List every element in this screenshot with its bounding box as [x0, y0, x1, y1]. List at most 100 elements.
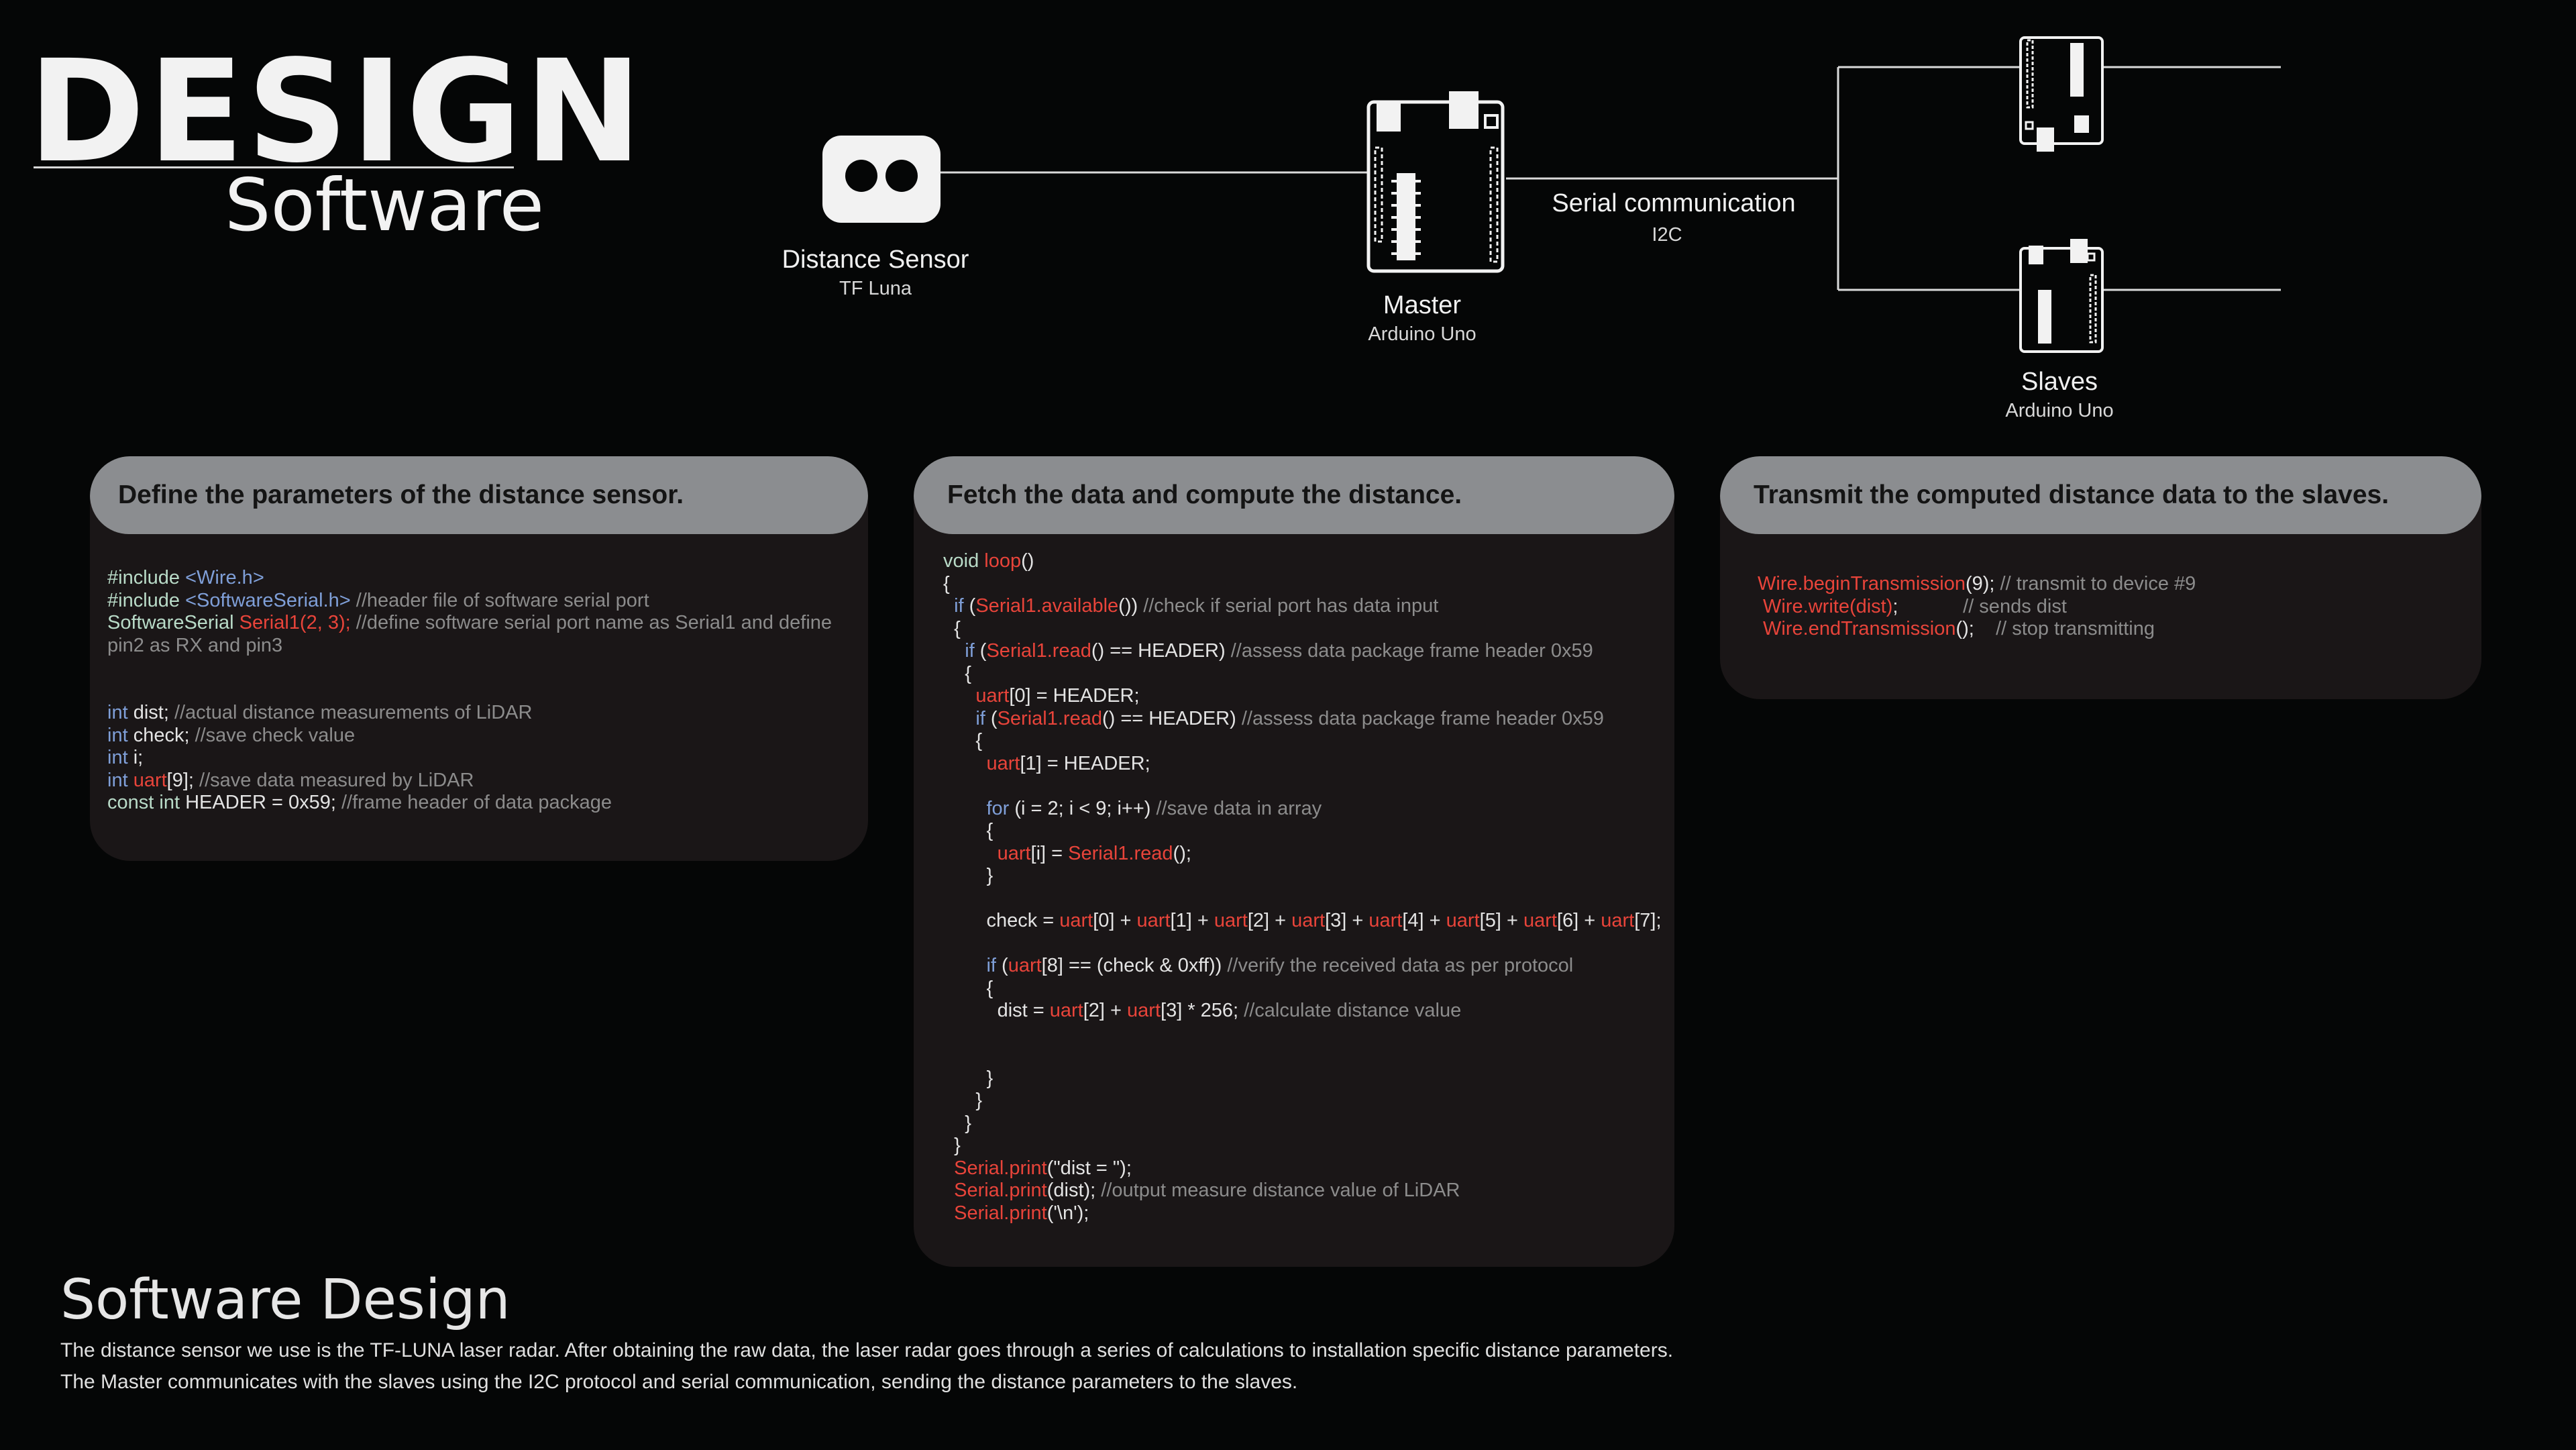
code-token: [5] +	[1479, 910, 1523, 931]
code-token: {	[943, 820, 994, 841]
code-token: Wire.write(dist)	[1758, 595, 1893, 617]
code-token: uart	[1059, 910, 1093, 931]
code-line: uart[i] = Serial1.read();	[943, 843, 1662, 866]
code-token: (	[979, 640, 987, 662]
code-line: const int HEADER = 0x59; //frame header …	[107, 792, 832, 815]
sensor-label: Distance Sensor	[782, 246, 969, 274]
code-token: [3] +	[1325, 910, 1369, 931]
code-token: check =	[943, 910, 1060, 931]
code-line: pin2 as RX and pin3	[107, 635, 832, 658]
code-token: () == HEADER)	[1102, 707, 1242, 729]
code-line: Wire.endTransmission(); // stop transmit…	[1758, 618, 2196, 641]
code-token: [1] = HEADER;	[1020, 752, 1150, 774]
code-token: // sends dist	[1963, 595, 2067, 617]
code-token: [9];	[166, 769, 200, 791]
code-token: uart	[1446, 910, 1480, 931]
code-line	[107, 657, 832, 680]
card-define-parameters: Define the parameters of the distance se…	[90, 456, 868, 861]
code-token: }	[943, 1112, 971, 1134]
page-subtitle: Software	[225, 164, 545, 248]
code-token: //save check value	[195, 724, 356, 746]
code-line: }	[943, 1090, 1662, 1112]
code-token: (9);	[1965, 573, 2000, 594]
card-title: Define the parameters of the distance se…	[90, 456, 868, 534]
code-token: ('\n');	[1046, 1202, 1089, 1224]
code-token: [2] +	[1247, 910, 1292, 931]
code-line	[943, 888, 1662, 911]
code-line: if (uart[8] == (check & 0xff)) //verify …	[943, 955, 1662, 978]
code-token: //header file of software serial port	[350, 589, 649, 611]
code-line: SoftwareSerial Serial1(2, 3); //define s…	[107, 612, 832, 635]
code-token: int	[107, 724, 133, 746]
card-title: Transmit the computed distance data to t…	[1720, 456, 2481, 534]
code-token: ();	[1173, 842, 1191, 864]
code-line: {	[943, 730, 1662, 753]
code-line: Serial.print(dist); //output measure dis…	[943, 1180, 1662, 1202]
code-block: Wire.beginTransmission(9); // transmit t…	[1758, 573, 2196, 641]
code-token: [4] +	[1402, 910, 1446, 931]
code-token: //assess data package frame header 0x59	[1241, 707, 1604, 729]
code-token: if	[943, 640, 980, 662]
code-token: #include	[107, 589, 186, 611]
code-token: (	[1002, 955, 1008, 976]
code-line: {	[943, 618, 1662, 641]
link-label: Serial communication	[1552, 189, 1796, 217]
code-block: void loop(){ if (Serial1.available()) //…	[943, 550, 1662, 1225]
code-token: (dist);	[1046, 1180, 1102, 1201]
code-token: uart	[1136, 910, 1171, 931]
code-line: check = uart[0] + uart[1] + uart[2] + ua…	[943, 910, 1661, 933]
code-token: Serial.print	[943, 1180, 1047, 1201]
code-line: int dist; //actual distance measurements…	[107, 702, 832, 725]
code-token: uart	[1601, 910, 1635, 931]
code-token: int	[107, 747, 133, 768]
code-token: uart	[1049, 1000, 1083, 1021]
code-line: int check; //save check value	[107, 725, 832, 747]
card-fetch-compute: Fetch the data and compute the distance.…	[914, 456, 1674, 1267]
code-token: Serial1.read	[986, 640, 1091, 662]
code-line: void loop()	[943, 550, 1662, 573]
code-token: Serial1.available	[975, 595, 1119, 617]
code-token: //assess data package frame header 0x59	[1230, 640, 1593, 662]
code-line	[943, 933, 1662, 955]
code-token: [0] +	[1093, 910, 1137, 931]
card-transmit-slaves: Transmit the computed distance data to t…	[1720, 456, 2481, 699]
code-token: uart	[1523, 910, 1557, 931]
code-token: {	[943, 730, 983, 752]
code-token: [6] +	[1556, 910, 1601, 931]
code-token: loop	[984, 550, 1022, 572]
code-token: //save data measured by LiDAR	[199, 769, 474, 791]
code-token: {	[943, 977, 994, 999]
slaves-sublabel: Arduino Uno	[2005, 400, 2114, 421]
code-token: }	[943, 865, 994, 886]
code-block: #include <Wire.h>#include <SoftwareSeria…	[107, 567, 832, 815]
code-token: uart	[943, 752, 1020, 774]
code-line	[107, 680, 832, 703]
code-token: dist =	[943, 1000, 1050, 1021]
code-token: uart	[943, 685, 1010, 707]
code-token: //save data in array	[1156, 797, 1322, 819]
code-line: }	[943, 1135, 1662, 1157]
code-token: SoftwareSerial	[107, 612, 239, 633]
code-token: Serial1.read	[1068, 842, 1173, 864]
section-title: Software Design	[60, 1268, 511, 1332]
master-sublabel: Arduino Uno	[1368, 323, 1477, 345]
code-token: uart	[1214, 910, 1248, 931]
code-token: uart	[943, 842, 1031, 864]
code-token: [0] = HEADER;	[1009, 685, 1140, 707]
slave-top-arduino-board-icon	[2019, 36, 2104, 152]
code-line: }	[943, 865, 1662, 888]
slave-bottom-arduino-board-icon	[2019, 239, 2104, 353]
code-line: Serial.print("dist = ");	[943, 1157, 1662, 1180]
code-token: Serial.print	[943, 1202, 1047, 1224]
code-line: int uart[9]; //save data measured by LiD…	[107, 770, 832, 792]
code-token: [1] +	[1170, 910, 1214, 931]
code-token: Wire.endTransmission	[1758, 618, 1956, 639]
code-line	[943, 1023, 1662, 1045]
code-token: ()	[1021, 550, 1034, 572]
code-line: {	[943, 978, 1662, 1000]
code-token: Wire.beginTransmission	[1758, 573, 1966, 594]
code-token: Serial1.read	[997, 707, 1102, 729]
code-token: int	[107, 702, 133, 723]
code-token: void	[943, 550, 985, 572]
code-token: for	[943, 797, 1015, 819]
